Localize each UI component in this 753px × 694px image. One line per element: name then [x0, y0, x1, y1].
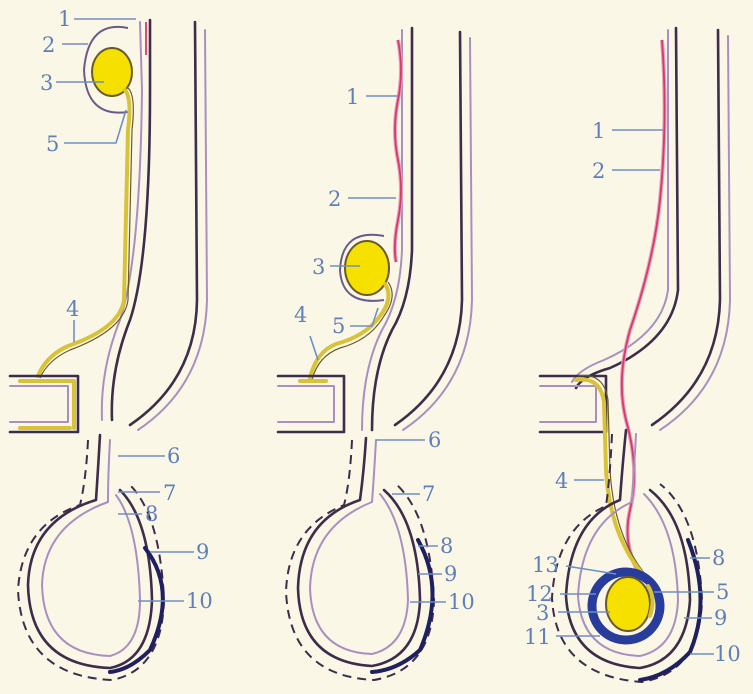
panel-2-duct [310, 284, 389, 378]
panel-3-label-10: 10 [714, 642, 741, 666]
panel-1-sac-inner [42, 440, 140, 656]
panel-2-canal-stub-inner [278, 386, 334, 422]
panel-2: 1 2 3 5 4 6 7 8 9 10 [278, 28, 475, 680]
panel-3-label-2: 2 [592, 159, 605, 183]
panel-1-canal-stub-inner [10, 386, 68, 422]
panel-1-label-2: 2 [42, 33, 55, 57]
panel-1: 1 2 3 5 4 6 7 8 9 10 [10, 7, 213, 680]
panel-2-label-6: 6 [428, 428, 441, 452]
panel-1-body-wall-outer [130, 22, 197, 425]
panel-3-sac-dashed [552, 434, 702, 682]
panel-2-label-9: 9 [444, 562, 457, 586]
panel-3-label-8: 8 [712, 546, 725, 570]
panel-3-label-9: 9 [714, 606, 727, 630]
panel-2-body-wall-outer [395, 32, 462, 425]
panel-2-posterior-wall [372, 28, 412, 430]
panel-3-posterior-wall-inner [572, 30, 668, 382]
panel-2-label-4: 4 [294, 303, 307, 327]
panel-1-label-8: 8 [145, 502, 158, 526]
panel-3-label-5: 5 [716, 580, 729, 604]
panel-1-label-3: 3 [40, 71, 53, 95]
panel-1-label-4: 4 [66, 297, 79, 321]
panel-2-label-8: 8 [440, 534, 453, 558]
panel-3-duct-edge [578, 376, 650, 581]
panel-3-leader-13 [566, 566, 616, 574]
panel-1-label-10: 10 [186, 589, 213, 613]
panel-2-sac-dashed [286, 440, 434, 680]
panel-3-body-wall-outer [652, 30, 720, 425]
panel-3-canal-stub-inner [540, 386, 596, 422]
panel-3-label-11: 11 [524, 625, 551, 649]
panel-1-label-1: 1 [58, 7, 71, 31]
panel-2-label-1: 1 [346, 85, 359, 109]
panel-1-label-9: 9 [196, 540, 209, 564]
panel-2-label-2: 2 [328, 187, 341, 211]
panel-3: 1 2 4 13 12 3 11 8 5 9 10 [524, 28, 741, 682]
panel-2-label-7: 7 [422, 482, 435, 506]
panel-3-vessel-band [622, 40, 665, 575]
panel-1-label-7: 7 [163, 481, 176, 505]
panel-2-label-5: 5 [332, 314, 345, 338]
panel-1-sac-outer [28, 435, 152, 668]
panel-1-leader-5 [64, 110, 126, 143]
panel-2-sac-inner [310, 440, 408, 654]
panel-2-label-3: 3 [312, 255, 325, 279]
panel-3-label-13: 13 [532, 553, 559, 577]
panel-3-label-4: 4 [555, 469, 568, 493]
panel-3-vessel [622, 40, 665, 575]
panel-3-label-3: 3 [536, 601, 549, 625]
panel-3-gonad [606, 577, 650, 631]
panel-1-label-6: 6 [167, 444, 180, 468]
panel-2-leader-4 [310, 336, 318, 360]
panel-1-canal-duct [20, 381, 74, 428]
panel-2-gonad [345, 241, 389, 295]
panel-1-label-5: 5 [46, 132, 59, 156]
panel-3-label-1: 1 [592, 119, 605, 143]
panel-2-label-10: 10 [448, 590, 475, 614]
